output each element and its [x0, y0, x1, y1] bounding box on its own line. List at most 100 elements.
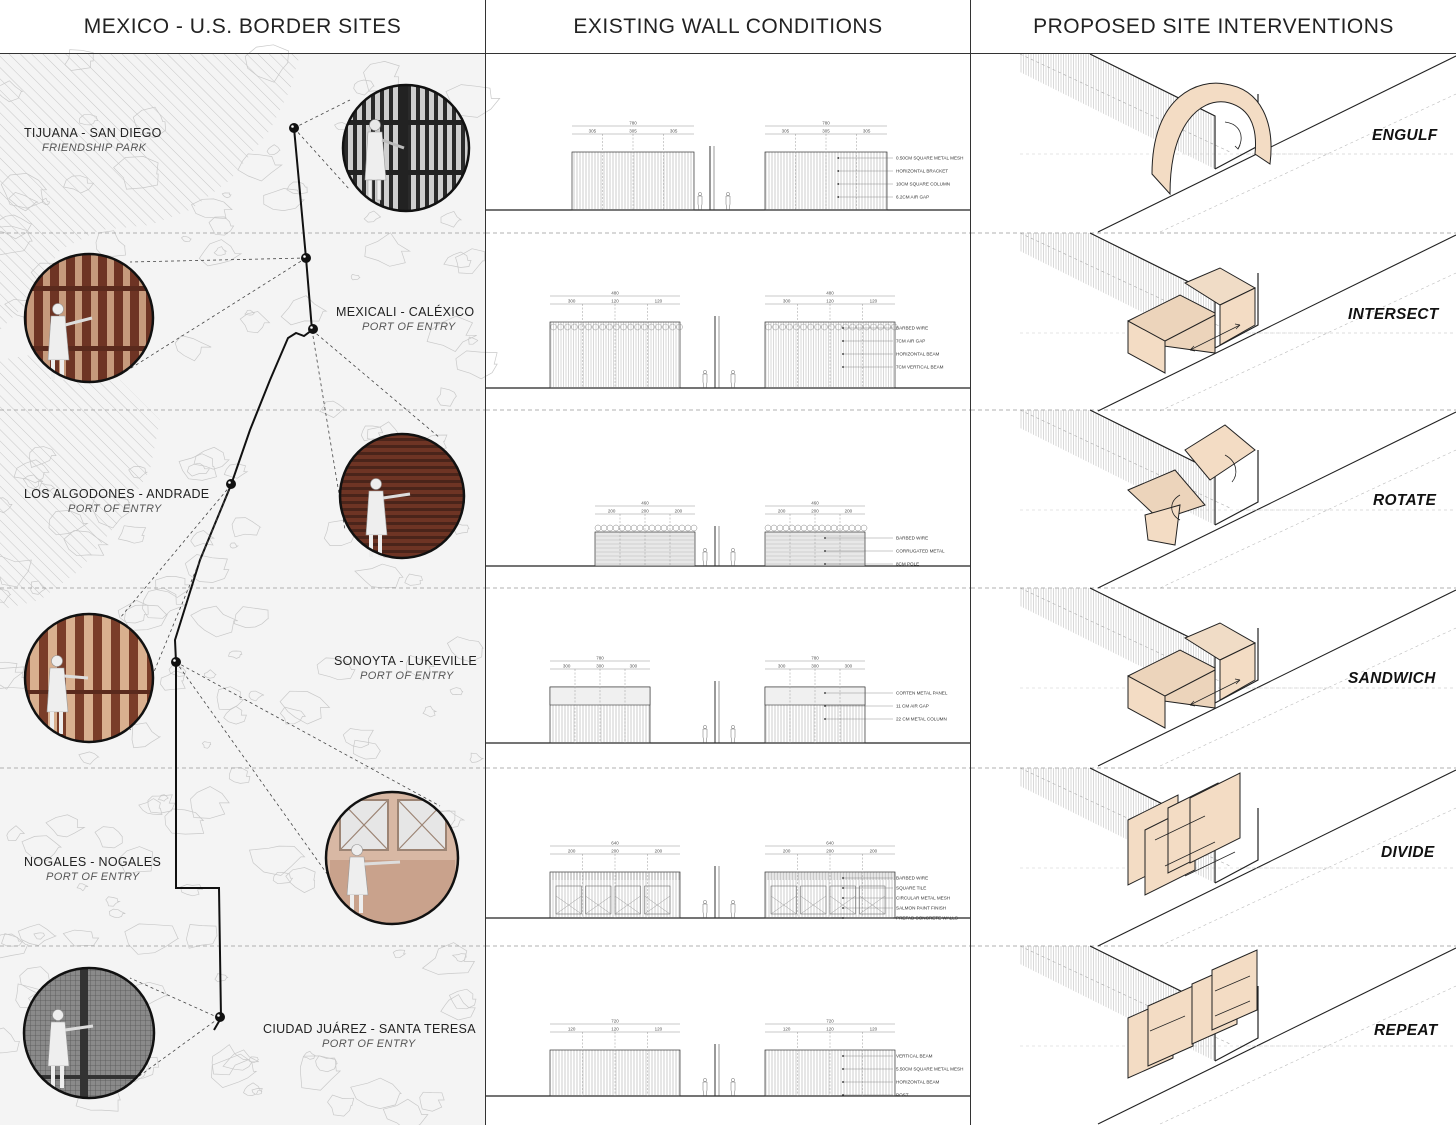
- wall-dimension-segment: 300: [596, 664, 604, 669]
- wall-dimension-segment: 300: [568, 299, 576, 304]
- person-figure-icon: [702, 548, 708, 567]
- wall-material-note: CORRUGATED METAL: [896, 549, 945, 554]
- wall-dimension-segment: 120: [783, 1027, 791, 1032]
- intervention-label-rotate: ROTATE: [1373, 492, 1437, 509]
- site-photo-algodones: [338, 432, 466, 560]
- intervention-label-repeat: REPEAT: [1374, 1022, 1438, 1039]
- wall-material-note: 7CM VERTICAL BEAM: [896, 365, 944, 370]
- wall-dimension-overall: 780: [822, 121, 830, 126]
- wall-dimension-segment: 200: [655, 849, 663, 854]
- person-figure-icon: [730, 725, 736, 744]
- wall-material-note: 8CM POLE: [896, 562, 919, 567]
- person-figure-icon: [725, 192, 731, 211]
- wall-dimension-overall: 480: [611, 291, 619, 296]
- wall-dimension-segment: 200: [778, 509, 786, 514]
- intervention-axonometrics: [1019, 53, 1456, 1125]
- map-pins: [171, 123, 318, 1022]
- wall-dimension-segment: 200: [845, 509, 853, 514]
- wall-material-note: CORTEN METAL PANEL: [896, 691, 948, 696]
- wall-dimension-segment: 300: [783, 299, 791, 304]
- wall-dimension-segment: 305: [629, 129, 637, 134]
- wall-dimension-segment: 305: [589, 129, 597, 134]
- wall-dimension-segment: 120: [870, 1027, 878, 1032]
- wall-material-note: 5.50CM SQUARE METAL MESH: [896, 1067, 963, 1072]
- wall-dimension-segment: 305: [670, 129, 678, 134]
- wall-dimension-segment: 300: [563, 664, 571, 669]
- site-name-nogales: NOGALES - NOGALES: [24, 855, 162, 869]
- wall-dimension-overall: 460: [811, 501, 819, 506]
- wall-dimension-segment: 120: [611, 1027, 619, 1032]
- callout-leader-lines: [119, 99, 441, 1091]
- wall-dimension-segment: 120: [568, 1027, 576, 1032]
- intervention-rotate: [1019, 409, 1456, 589]
- wall-dimension-overall: 720: [611, 1019, 619, 1024]
- wall-dimension-segment: 300: [811, 664, 819, 669]
- map-pin-icon[interactable]: [301, 253, 311, 263]
- site-name-mexicali: MEXICALI - CALÉXICO: [336, 305, 475, 319]
- intervention-sandwich: [1019, 587, 1456, 767]
- intervention-repeat: [1019, 945, 1456, 1125]
- intervention-label-intersect: INTERSECT: [1348, 306, 1439, 323]
- wall-material-note: 6.2CM AIR GAP: [896, 195, 929, 200]
- wall-dimension-segment: 200: [568, 849, 576, 854]
- person-figure-icon: [364, 119, 405, 201]
- wall-dimension-overall: 720: [826, 1019, 834, 1024]
- site-sub-tijuana: FRIENDSHIP PARK: [42, 142, 147, 154]
- wall-dimension-segment: 305: [822, 129, 830, 134]
- wall-dimension-segment: 120: [655, 1027, 663, 1032]
- wall-dimension-segment: 120: [826, 299, 834, 304]
- site-name-tijuana: TIJUANA - SAN DIEGO: [24, 126, 162, 140]
- site-sub-ciudad-juarez: PORT OF ENTRY: [322, 1038, 416, 1050]
- wall-dimension-segment: 200: [611, 849, 619, 854]
- wall-drawing: 720 120 120 120: [764, 1019, 896, 1097]
- wall-dimension-overall: 480: [826, 291, 834, 296]
- wall-dimension-segment: 300: [778, 664, 786, 669]
- person-figure-icon: [365, 478, 411, 557]
- intervention-engulf: [1019, 53, 1456, 233]
- person-figure-icon: [346, 844, 401, 913]
- wall-material-note: HORIZONTAL BEAM: [896, 1080, 940, 1085]
- person-figure-icon: [46, 655, 89, 734]
- person-figure-icon: [730, 900, 736, 919]
- wall-material-note: 7CM AIR GAP: [896, 339, 925, 344]
- wall-material-note: BARBED WIRE: [896, 536, 928, 541]
- wall-dimension-segment: 120: [611, 299, 619, 304]
- intervention-divide: [1019, 767, 1456, 947]
- wall-material-note: BARBED WIRE: [896, 876, 928, 881]
- wall-dimension-segment: 200: [783, 849, 791, 854]
- wall-dimension-segment: 200: [608, 509, 616, 514]
- intervention-label-sandwich: SANDWICH: [1348, 670, 1436, 687]
- wall-drawing: 780 305 305 305: [571, 121, 695, 211]
- map-pin-icon[interactable]: [171, 657, 181, 667]
- wall-material-note: HORIZONTAL BEAM: [896, 352, 940, 357]
- border-route-line: [173, 127, 314, 1031]
- map-pin-icon[interactable]: [289, 123, 299, 133]
- wall-material-note: POST: [896, 1093, 909, 1098]
- map-pin-icon[interactable]: [308, 324, 318, 334]
- person-figure-icon: [702, 370, 708, 389]
- wall-material-note: BARBED WIRE: [896, 326, 928, 331]
- site-sub-sonoyta: PORT OF ENTRY: [360, 670, 454, 682]
- column-divider: [970, 0, 971, 1125]
- map-pin-icon[interactable]: [226, 479, 236, 489]
- wall-dimension-overall: 460: [641, 501, 649, 506]
- person-figure-icon: [702, 900, 708, 919]
- wall-dimension-overall: 780: [629, 121, 637, 126]
- wall-dimension-segment: 200: [675, 509, 683, 514]
- wall-dimension-segment: 120: [826, 1027, 834, 1032]
- wall-material-note: 10CM SQUARE COLUMN: [896, 182, 950, 187]
- wall-dimension-segment: 200: [826, 849, 834, 854]
- person-figure-icon: [730, 1078, 736, 1097]
- wall-drawing: 460 200 200 200: [594, 501, 698, 567]
- map-pin-icon[interactable]: [215, 1012, 225, 1022]
- wall-dimension-segment: 200: [641, 509, 649, 514]
